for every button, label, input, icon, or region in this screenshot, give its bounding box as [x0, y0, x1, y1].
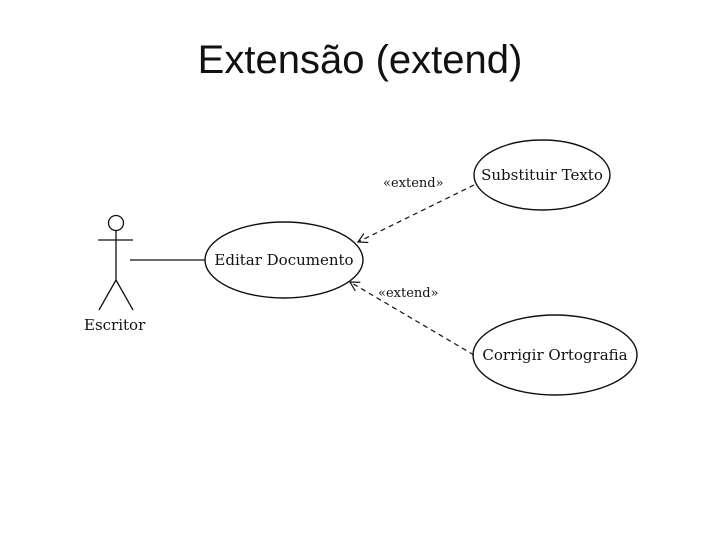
use-case-label: Substituir Texto [481, 166, 603, 184]
actor-label: Escritor [84, 316, 146, 334]
extend-arrow-1 [356, 184, 475, 244]
actor-right-leg [115, 279, 134, 311]
use-case-ellipse [473, 139, 611, 211]
use-case-label: Editar Documento [214, 251, 353, 269]
slide-title: Extensão (extend) [197, 38, 523, 82]
extend-label-1: «extend» [383, 176, 444, 191]
actor-head [107, 214, 125, 232]
actor-escritor: Escritor [84, 214, 146, 334]
extend-arrow-2 [348, 281, 475, 356]
use-case-label: Corrigir Ortografia [482, 346, 627, 364]
use-case-ellipse [204, 221, 364, 299]
use-case-corrigir-ortografia: Corrigir Ortografia [472, 314, 638, 396]
actor-left-leg [98, 279, 117, 311]
extend-label-2: «extend» [378, 286, 439, 301]
use-case-editar-documento: Editar Documento [204, 221, 364, 299]
use-case-substituir-texto: Substituir Texto [473, 139, 611, 211]
